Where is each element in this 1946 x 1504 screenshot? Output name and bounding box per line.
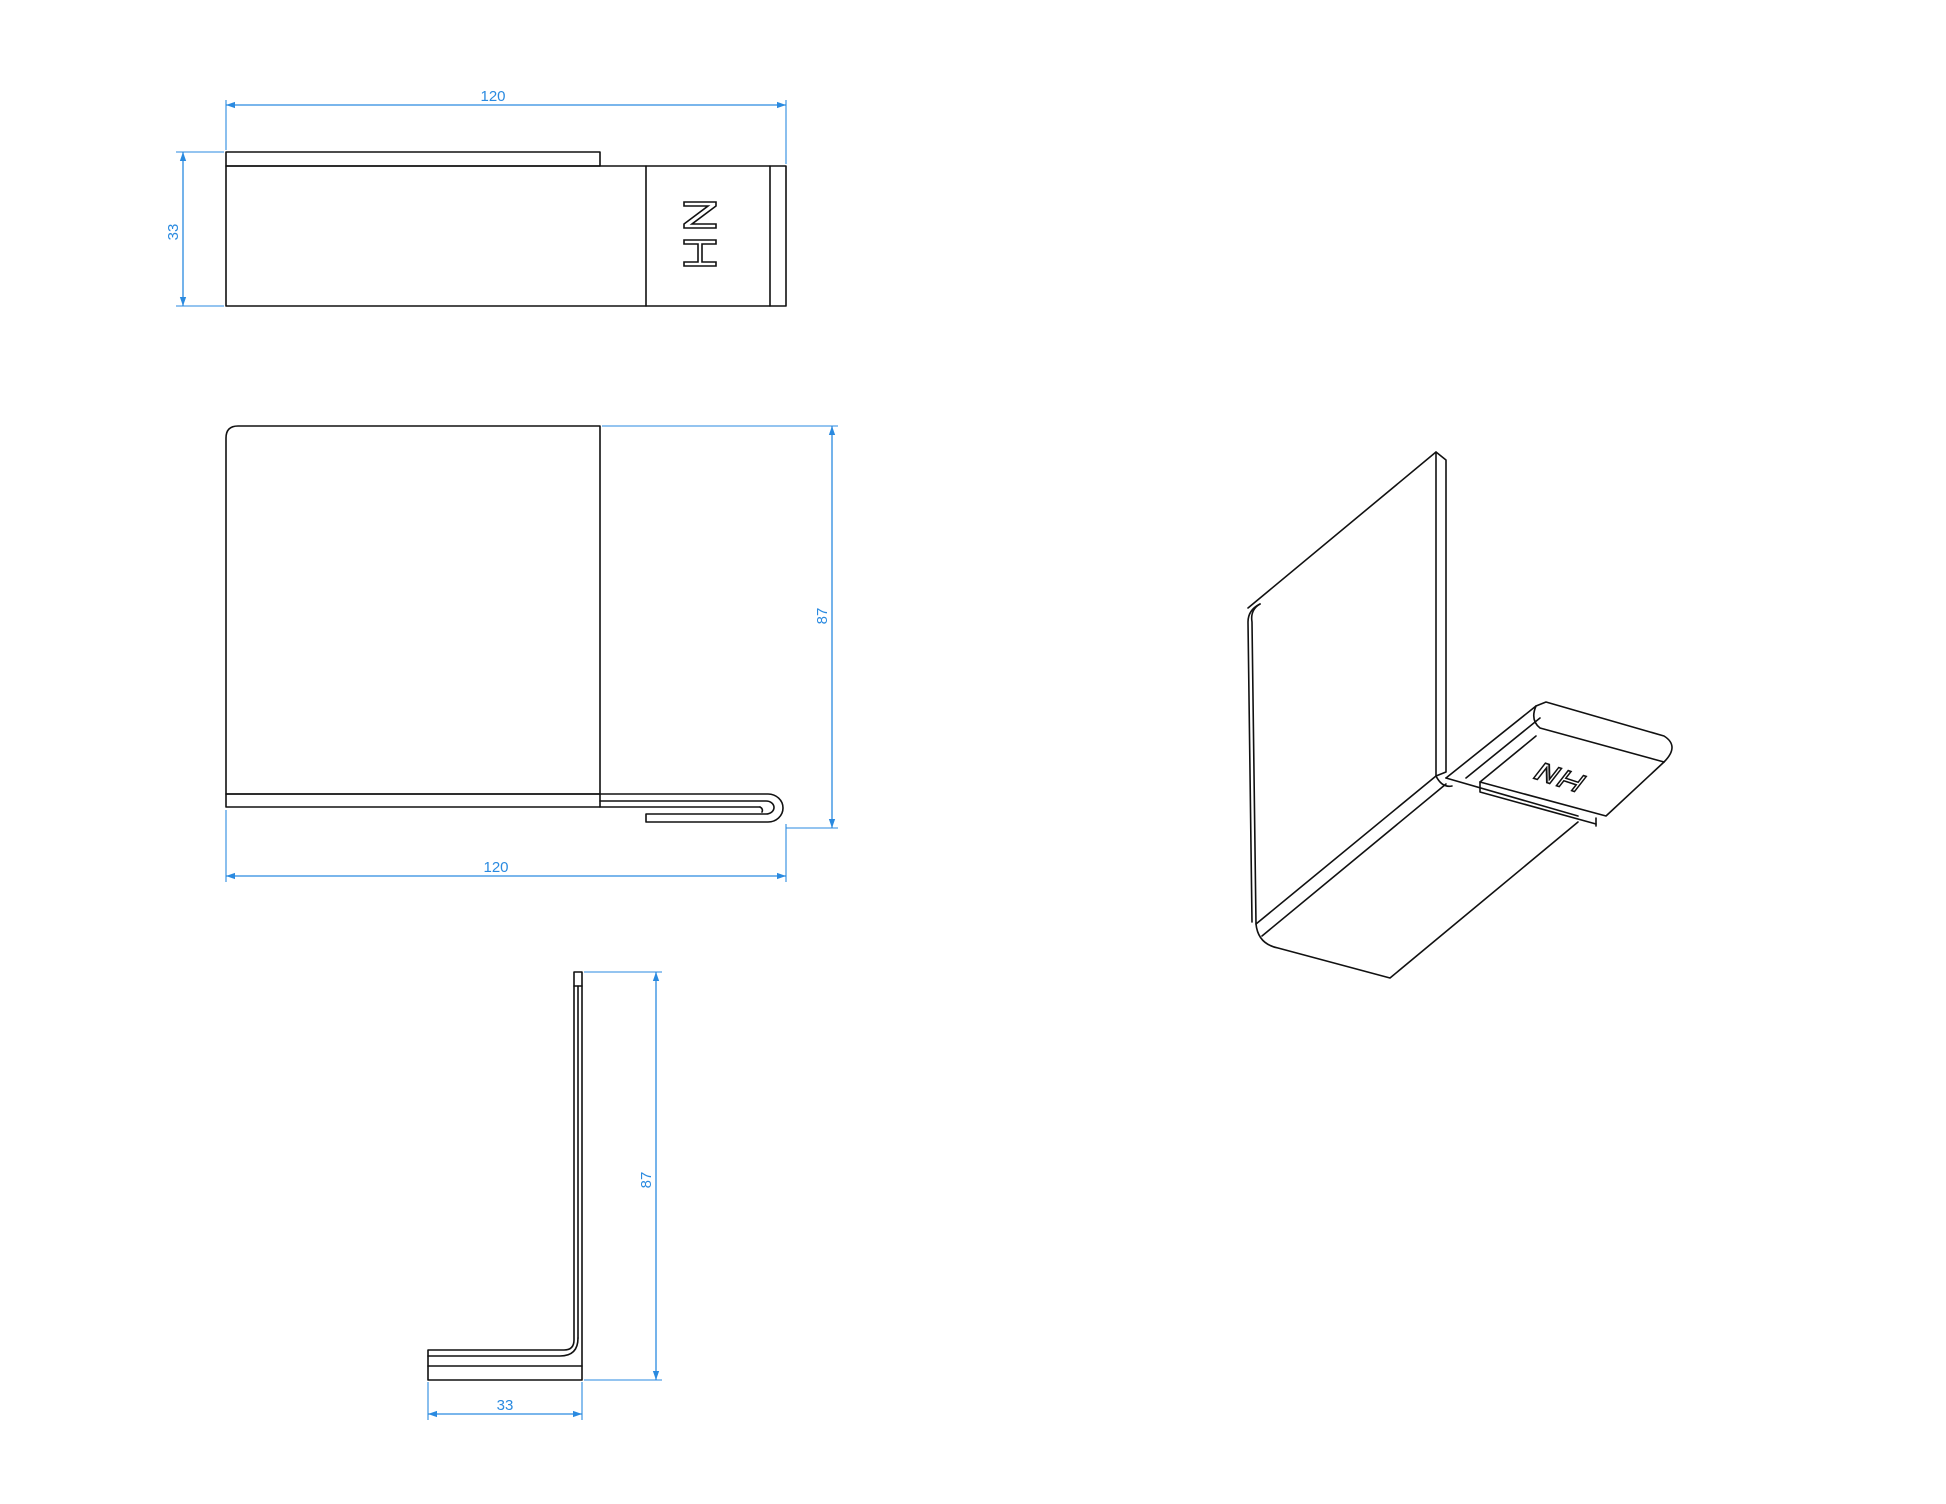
front-view-tab: [599, 793, 784, 823]
side-view-profile: [427, 971, 583, 1381]
nh-logo-isometric: [1532, 762, 1588, 793]
front-view-height-label: 87: [814, 608, 831, 625]
iso-plate-face: [1247, 451, 1447, 925]
top-view-body: [225, 165, 787, 307]
front-view-base: [225, 793, 601, 808]
side-view: 87 33: [427, 971, 662, 1420]
front-view-plate: [225, 425, 601, 795]
top-view-height-label: 33: [165, 224, 182, 241]
top-view-width-label: 120: [480, 88, 505, 105]
iso-tab: [1445, 701, 1673, 825]
front-view-width-label: 120: [483, 859, 508, 876]
front-view: 87 120: [225, 425, 838, 882]
top-view: 120 33: [165, 88, 787, 307]
side-view-height-label: 87: [638, 1172, 655, 1189]
nh-logo-top-view: [683, 201, 717, 267]
isometric-view: [1247, 451, 1673, 979]
side-view-depth-label: 33: [497, 1397, 514, 1414]
top-view-flange: [225, 151, 601, 167]
iso-base-face: [1255, 821, 1579, 979]
